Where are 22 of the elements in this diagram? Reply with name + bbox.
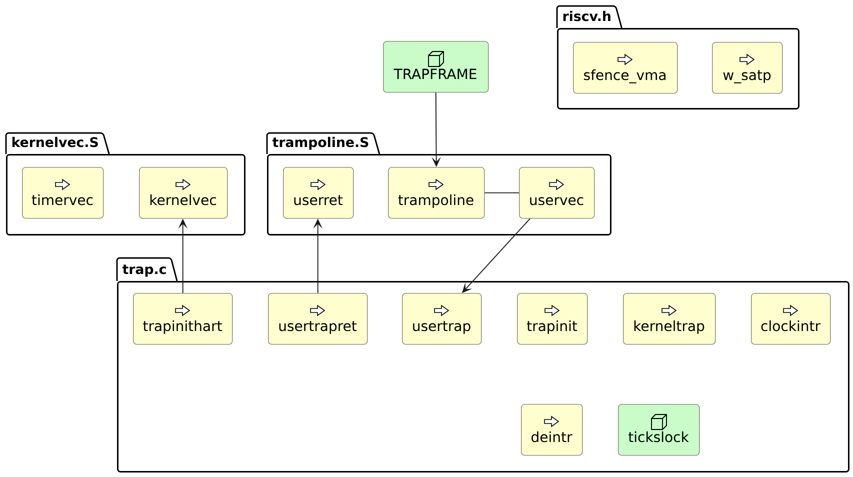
function-box: trapinithart [133,293,233,345]
function-box: usertrap [402,293,482,345]
function-box: clockintr [751,293,831,345]
function-box: timervec [22,167,104,219]
node-label: trampoline.S [272,136,368,150]
function-box: w_satp [712,42,783,94]
function-box: trapinit [517,293,588,345]
function-box: uservec [519,167,595,219]
function-box: trampoline [388,167,485,219]
struct-box: tickslock [618,404,700,456]
node-label: riscv.h [563,10,610,22]
function-box: kernelvec [139,167,228,219]
function-box: kerneltrap [623,293,716,345]
function-box: deintr [521,404,583,456]
arrow [462,218,530,293]
struct-box: TRAPFRAME [383,41,489,93]
connector-line [484,192,520,194]
function-box: sfence_vma [573,42,678,94]
function-box: userret [283,167,354,219]
function-box: usertrapret [268,293,368,345]
node-label: kernelvec.S [12,136,98,148]
node-label: trap.c [122,264,166,277]
